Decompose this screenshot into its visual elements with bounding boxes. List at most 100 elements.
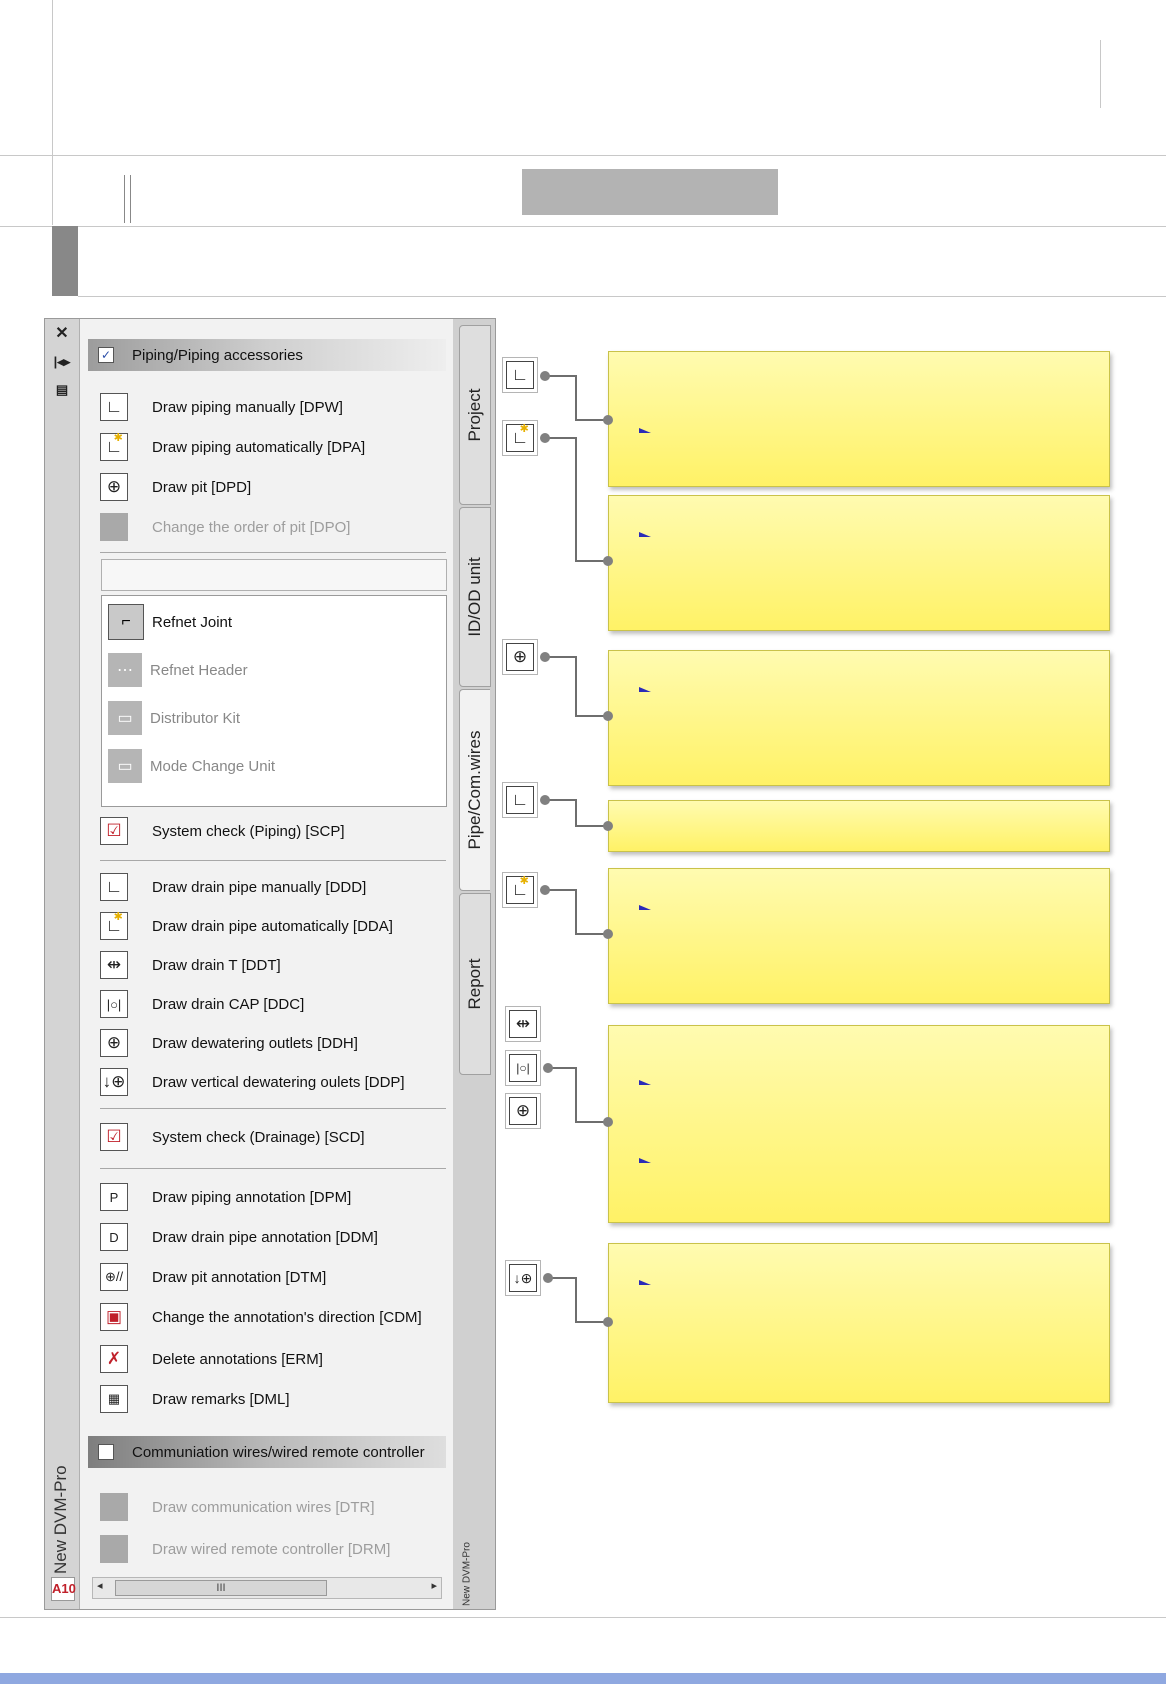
tool-delete-annotations[interactable]: ✗ Delete annotations [ERM] bbox=[100, 1341, 453, 1377]
dewatering-outlet-icon: ⊕ bbox=[509, 1097, 537, 1125]
tab-project[interactable]: Project bbox=[459, 325, 491, 505]
note-drain-manual bbox=[608, 800, 1110, 852]
connector-dot bbox=[603, 929, 613, 939]
drain-manual-icon: ∟ bbox=[100, 873, 128, 901]
tool-drain-cap[interactable]: |○| Draw drain CAP [DDC] bbox=[100, 986, 453, 1022]
callout-vertical-dewatering-button[interactable]: ↓⊕ bbox=[505, 1260, 541, 1296]
change-order-pit-icon bbox=[100, 513, 128, 541]
draw-pipe-manual-icon: ∟ bbox=[506, 361, 534, 389]
tool-label: Draw piping manually [DPW] bbox=[152, 398, 343, 416]
palette-title-strip: ✕ |◂▸ ▤ New DVM-Pro A10 bbox=[45, 319, 80, 1609]
section-piping-checkbox[interactable]: ✓ bbox=[98, 347, 114, 363]
scroll-left-icon[interactable]: ◂ bbox=[97, 1580, 103, 1592]
mode-change-unit-icon: ▭ bbox=[108, 749, 142, 783]
header-marker bbox=[124, 175, 131, 223]
app-logo: A10 bbox=[51, 1577, 76, 1601]
drain-cap-icon: |○| bbox=[100, 990, 128, 1018]
autohide-icon[interactable]: |◂▸ bbox=[53, 354, 71, 369]
separator bbox=[100, 1168, 446, 1169]
tool-label: Delete annotations [ERM] bbox=[152, 1350, 323, 1368]
tool-system-check-piping[interactable]: ☑ System check (Piping) [SCP] bbox=[100, 813, 453, 849]
tool-piping-annotation[interactable]: P Draw piping annotation [DPM] bbox=[100, 1179, 453, 1215]
note-draw-piping-automatically bbox=[608, 495, 1110, 631]
separator bbox=[100, 1108, 446, 1109]
tool-dewatering-outlets[interactable]: ⊕ Draw dewatering outlets [DDH] bbox=[100, 1025, 453, 1061]
bullet-marker bbox=[639, 905, 651, 910]
tab-pipe-com-wires[interactable]: Pipe/Com.wires bbox=[459, 689, 490, 891]
tool-label: Draw pit annotation [DTM] bbox=[152, 1268, 327, 1286]
list-item-refnet-joint[interactable]: ⌐ Refnet Joint bbox=[108, 604, 232, 640]
scroll-thumb[interactable]: III bbox=[115, 1580, 327, 1596]
bullet-marker bbox=[639, 428, 651, 433]
tool-vertical-dewatering[interactable]: ↓⊕ Draw vertical dewatering oulets [DDP] bbox=[100, 1064, 453, 1100]
tool-draw-piping-automatically[interactable]: ∟✱ Draw piping automatically [DPA] bbox=[100, 429, 453, 465]
tool-label: Draw vertical dewatering oulets [DDP] bbox=[152, 1073, 405, 1091]
note-drain-auto bbox=[608, 868, 1110, 1004]
tab-idod-unit[interactable]: ID/OD unit bbox=[459, 507, 491, 687]
tool-label: Draw pit [DPD] bbox=[152, 478, 252, 496]
drain-auto-icon: ∟✱ bbox=[506, 875, 534, 904]
callout-drain-manual-button[interactable]: ∟ bbox=[502, 782, 538, 818]
section-comm-header[interactable]: Communiation wires/wired remote controll… bbox=[88, 1436, 446, 1468]
tab-report[interactable]: Report bbox=[459, 893, 491, 1075]
tool-drain-annotation[interactable]: D Draw drain pipe annotation [DDM] bbox=[100, 1219, 453, 1255]
scroll-right-icon[interactable]: ▸ bbox=[431, 1580, 437, 1592]
connector-dot bbox=[603, 1117, 613, 1127]
connector-dot bbox=[540, 885, 550, 895]
horizontal-scrollbar[interactable]: ◂ III ▸ bbox=[92, 1577, 442, 1599]
tool-drain-auto[interactable]: ∟✱ Draw drain pipe automatically [DDA] bbox=[100, 908, 453, 944]
list-item-refnet-header[interactable]: ⋯ Refnet Header bbox=[108, 652, 248, 688]
footer-rule bbox=[0, 1617, 1166, 1618]
tool-label: Draw drain pipe annotation [DDM] bbox=[152, 1228, 378, 1246]
callout-dewatering-button[interactable]: ⊕ bbox=[505, 1093, 541, 1129]
refnet-header-icon: ⋯ bbox=[108, 653, 142, 687]
callout-drain-t-button[interactable]: ⇹ bbox=[505, 1006, 541, 1042]
tool-label: Draw remarks [DML] bbox=[152, 1390, 290, 1408]
tool-system-check-drainage[interactable]: ☑ System check (Drainage) [SCD] bbox=[100, 1119, 453, 1155]
piping-annotation-icon: P bbox=[100, 1183, 128, 1211]
tool-draw-remarks[interactable]: ▦ Draw remarks [DML] bbox=[100, 1381, 453, 1417]
tool-label: Draw wired remote controller [DRM] bbox=[152, 1540, 391, 1558]
tool-drain-t[interactable]: ⇹ Draw drain T [DDT] bbox=[100, 947, 453, 983]
accessory-filter-combo[interactable] bbox=[101, 559, 447, 591]
list-item-label: Mode Change Unit bbox=[150, 757, 276, 775]
callout-draw-pit-button[interactable]: ⊕ bbox=[502, 639, 538, 675]
properties-icon[interactable]: ▤ bbox=[55, 382, 69, 397]
list-item-label: Refnet Joint bbox=[152, 613, 233, 631]
section-piping-header[interactable]: ✓ Piping/Piping accessories bbox=[88, 339, 446, 371]
note-draw-piping-manually bbox=[608, 351, 1110, 487]
callout-drain-auto-button[interactable]: ∟✱ bbox=[502, 872, 538, 908]
bullet-marker bbox=[639, 1280, 651, 1285]
drain-annotation-icon: D bbox=[100, 1223, 128, 1251]
tool-label: Change the annotation's direction [CDM] bbox=[152, 1308, 422, 1326]
tool-draw-piping-manually[interactable]: ∟ Draw piping manually [DPW] bbox=[100, 389, 453, 425]
tool-draw-pit[interactable]: ⊕ Draw pit [DPD] bbox=[100, 469, 453, 505]
section-comm-checkbox[interactable] bbox=[98, 1444, 114, 1460]
separator bbox=[100, 860, 446, 861]
close-icon[interactable]: ✕ bbox=[55, 325, 69, 342]
tool-palette-window: ✕ |◂▸ ▤ New DVM-Pro A10 ✓ Piping/Piping … bbox=[44, 318, 496, 1610]
callout-draw-pipe-auto-button[interactable]: ∟✱ bbox=[502, 420, 538, 456]
tool-label: Draw piping annotation [DPM] bbox=[152, 1188, 352, 1206]
section-gray-tab bbox=[52, 226, 78, 296]
tool-label: Draw drain pipe manually [DDD] bbox=[152, 878, 367, 896]
tool-label: Draw piping automatically [DPA] bbox=[152, 438, 366, 456]
header-rule-top bbox=[0, 155, 1166, 156]
tool-annotation-direction[interactable]: ▣ Change the annotation's direction [CDM… bbox=[100, 1299, 453, 1335]
tool-pit-annotation[interactable]: ⊕// Draw pit annotation [DTM] bbox=[100, 1259, 453, 1295]
connector-dot bbox=[603, 711, 613, 721]
callout-drain-cap-button[interactable]: |○| bbox=[505, 1050, 541, 1086]
tool-label: Draw dewatering outlets [DDH] bbox=[152, 1034, 358, 1052]
system-check-icon: ☑ bbox=[100, 1123, 128, 1151]
connector-dot bbox=[603, 821, 613, 831]
callout-draw-pipe-manual-button[interactable]: ∟ bbox=[502, 357, 538, 393]
comm-wires-icon bbox=[100, 1493, 128, 1521]
note-draw-pit bbox=[608, 650, 1110, 786]
tool-drain-manual[interactable]: ∟ Draw drain pipe manually [DDD] bbox=[100, 869, 453, 905]
bullet-marker bbox=[639, 687, 651, 692]
list-item-distributor-kit[interactable]: ▭ Distributor Kit bbox=[108, 700, 240, 736]
list-item-mode-change-unit[interactable]: ▭ Mode Change Unit bbox=[108, 748, 275, 784]
note-vertical-dewatering bbox=[608, 1243, 1110, 1403]
bottom-band bbox=[0, 1673, 1166, 1684]
